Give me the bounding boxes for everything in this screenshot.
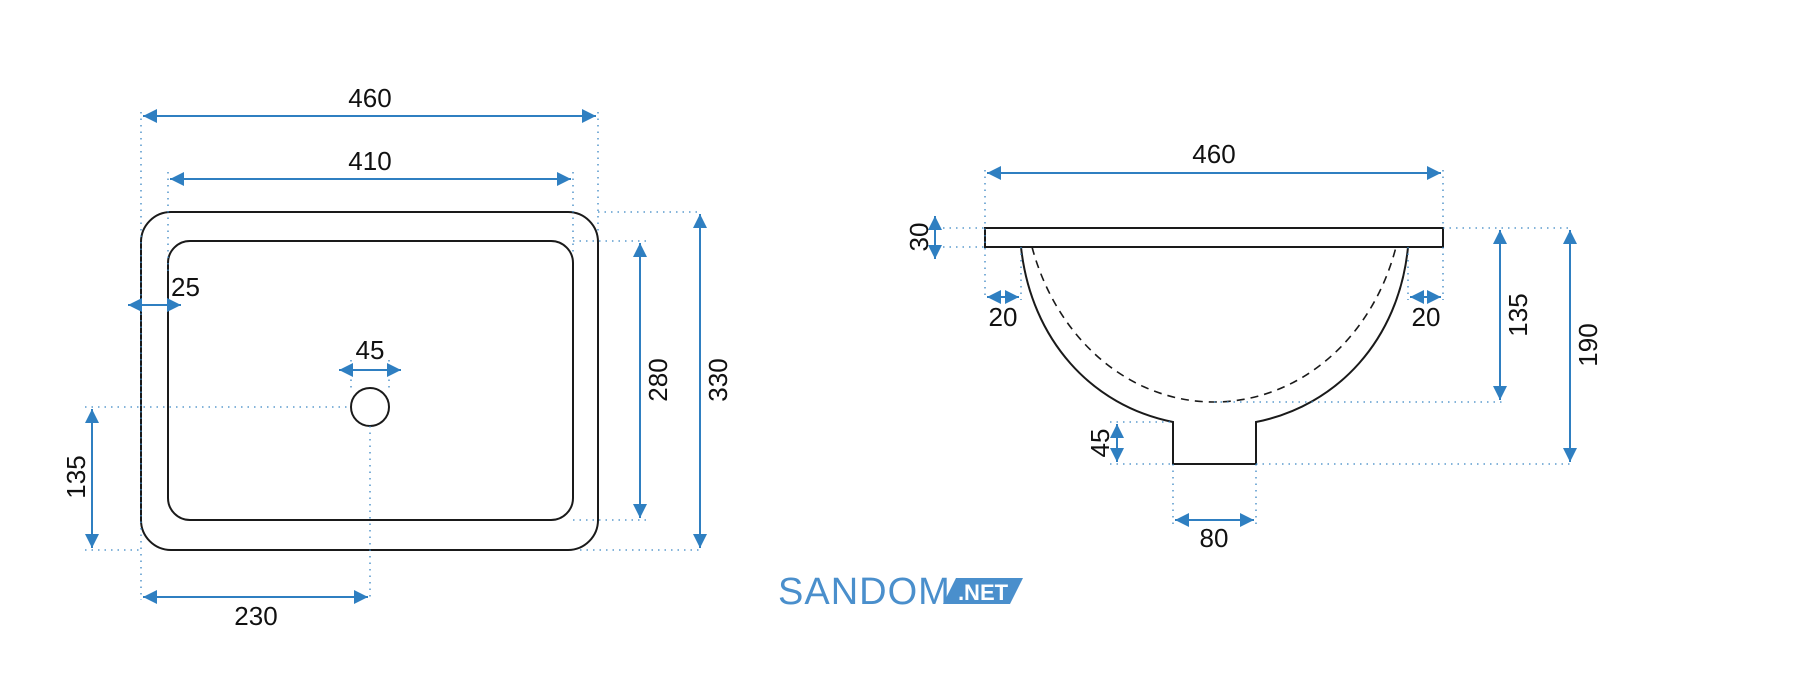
basin-inner-outline: [167, 240, 574, 521]
bowl-outer-profile: [1020, 246, 1409, 465]
top-view-dimension-lines: [85, 109, 707, 604]
label-drain-width: 80: [1200, 523, 1229, 553]
rim-profile: [984, 227, 1444, 248]
label-rim-width: 25: [171, 272, 200, 302]
top-view-extension-lines: [85, 112, 700, 600]
label-drain-diameter: 45: [356, 335, 385, 365]
label-overall-height: 190: [1573, 323, 1603, 366]
logo-tag-background: [943, 578, 1023, 604]
label-drain-offset-x: 230: [234, 601, 277, 631]
label-outer-width: 460: [348, 83, 391, 113]
label-overall-width: 460: [1192, 139, 1235, 169]
side-view-extension-lines: [930, 170, 1570, 525]
label-inner-depth: 280: [643, 358, 673, 401]
drain-hole: [350, 387, 390, 427]
basin-outer-outline: [140, 211, 599, 551]
label-rim-left: 20: [989, 302, 1018, 332]
sandom-logo: SANDOM .NET: [778, 571, 1023, 613]
logo-name: SANDOM: [778, 571, 951, 613]
logo-tld: .NET: [958, 580, 1009, 605]
label-rim-thickness: 30: [904, 223, 934, 252]
label-outer-depth: 330: [703, 358, 733, 401]
label-drain-height: 45: [1085, 429, 1115, 458]
side-view: 460 30 20 20 135 190 45 80: [904, 139, 1603, 553]
label-inner-width: 410: [348, 146, 391, 176]
top-view: 460 410 25 45 280 330 135 230: [61, 83, 733, 631]
label-bowl-depth: 135: [1503, 293, 1533, 336]
side-view-dimension-lines: [928, 166, 1577, 527]
label-rim-right: 20: [1412, 302, 1441, 332]
label-drain-offset-y: 135: [61, 455, 91, 498]
